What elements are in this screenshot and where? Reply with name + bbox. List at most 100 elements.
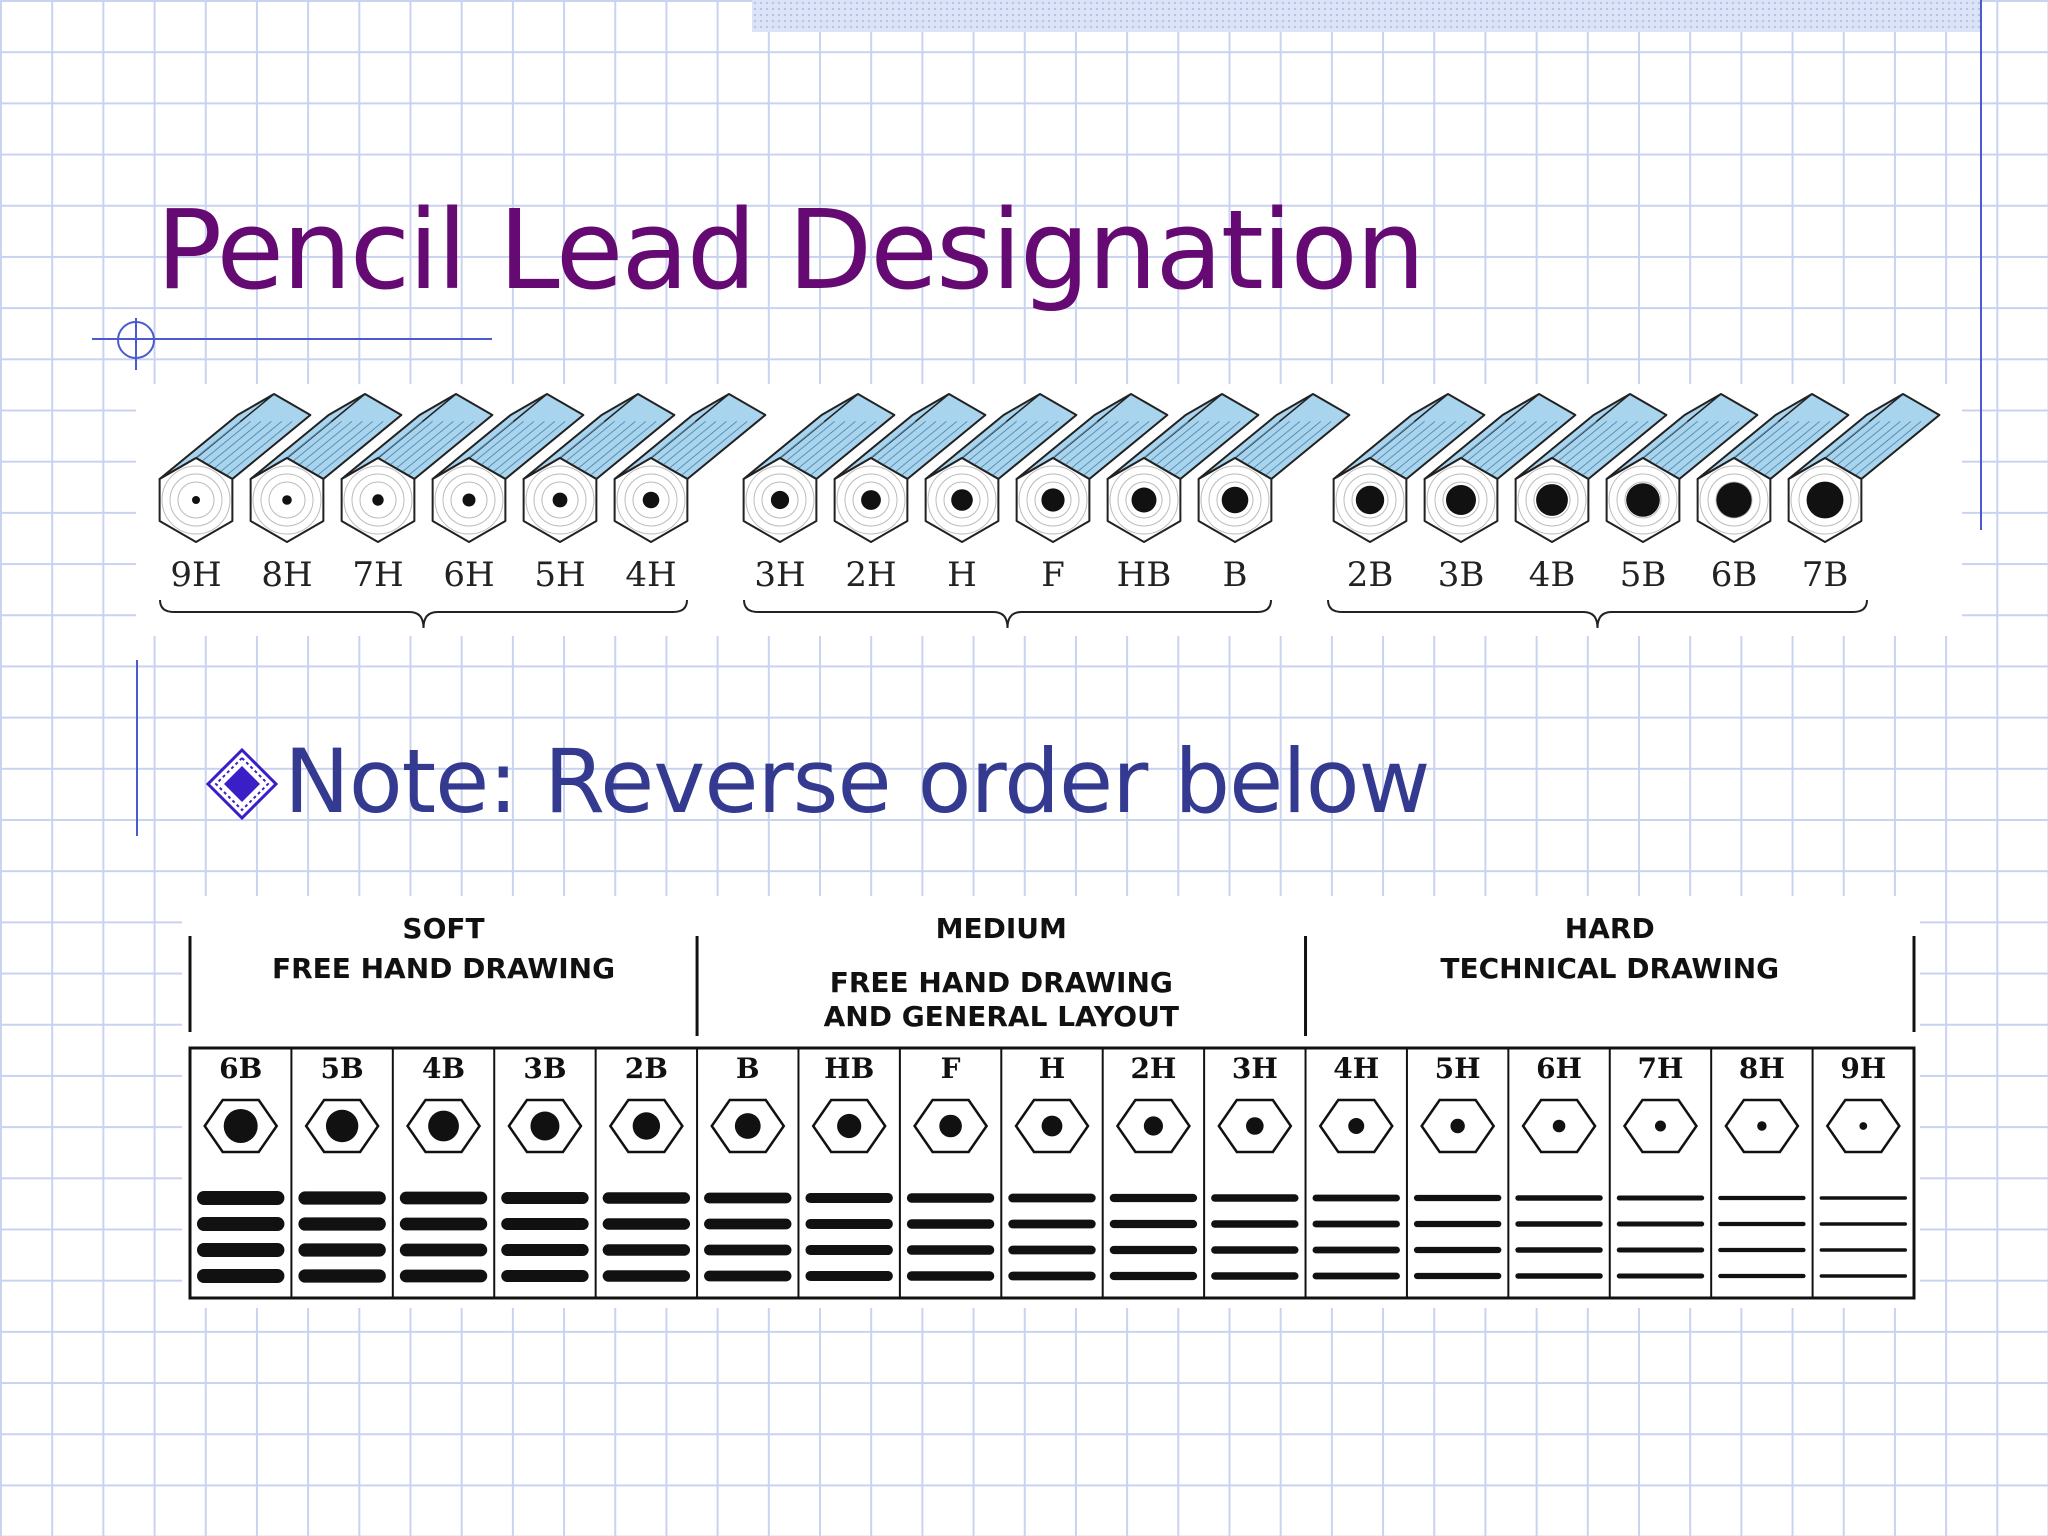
- pencil-label: 3B: [1438, 555, 1485, 595]
- crosshair-icon: [117, 318, 155, 370]
- section-use: FREE HAND DRAWING: [830, 966, 1173, 999]
- grade-cells: 6B 5B 4B 3B 2B B HB F H 2H 3H 4H 5H 6H 7H 8H 9H: [188, 1046, 1916, 1300]
- grade-cell-6h: 6H: [1515, 1052, 1603, 1279]
- pencil-label: 8H: [261, 555, 312, 595]
- section-use: TECHNICAL DRAWING: [1440, 952, 1779, 985]
- pencil-label: 5H: [534, 555, 585, 595]
- pencil-h: H: [924, 393, 1078, 595]
- grade-label: 9H: [1840, 1052, 1886, 1085]
- section-name: SOFT: [402, 912, 484, 945]
- group-brace: [743, 599, 1272, 629]
- section-soft: SOFT FREE HAND DRAWING: [272, 912, 615, 985]
- grade-table-panel: SOFT FREE HAND DRAWING MEDIUM FREE HAND DRA…: [182, 896, 1920, 1308]
- pencil-label: HB: [1117, 555, 1172, 595]
- group-brace: [1327, 599, 1868, 629]
- pencil-9h: 9H: [158, 393, 312, 595]
- grade-label: 4H: [1333, 1052, 1379, 1085]
- grade-cell-8h: 8H: [1718, 1052, 1806, 1279]
- pencil-label: B: [1223, 555, 1248, 595]
- section-name: MEDIUM: [936, 912, 1067, 945]
- pencil-group-1: 9H 8H 7H 6H 5H 4H: [158, 393, 767, 629]
- pencil-label: 3H: [754, 555, 805, 595]
- grade-cell-h: H: [1008, 1052, 1096, 1281]
- decorative-vertical-line-right: [1980, 0, 1982, 530]
- grade-label: 3H: [1232, 1052, 1278, 1085]
- grade-label: 7H: [1638, 1052, 1684, 1085]
- pencil-b: B: [1197, 393, 1351, 595]
- pencil-3b: 3B: [1423, 393, 1577, 595]
- pencil-4b: 4B: [1514, 393, 1668, 595]
- grade-cell-f: F: [906, 1052, 995, 1281]
- section-name: HARD: [1565, 912, 1655, 945]
- grade-label: 5B: [321, 1052, 364, 1085]
- pencil-label: 4H: [625, 555, 676, 595]
- grade-cell-4b: 4B: [399, 1052, 488, 1283]
- pencil-label: 6H: [443, 555, 494, 595]
- grade-label: 6H: [1536, 1052, 1582, 1085]
- top-pattern-band: [752, 0, 1982, 32]
- grade-label: B: [736, 1052, 760, 1085]
- grade-cell-4h: 4H: [1312, 1052, 1400, 1280]
- grade-label: 4B: [422, 1052, 465, 1085]
- pencil-3h: 3H: [742, 393, 896, 595]
- pencil-group-2: 3H 2H H F HB B: [742, 393, 1351, 629]
- note-text: Note: Reverse order below: [284, 730, 1431, 833]
- pencil-6b: 6B: [1696, 393, 1850, 595]
- grade-cell-5h: 5H: [1413, 1052, 1502, 1280]
- grade-label: HB: [824, 1052, 874, 1085]
- pencil-f: F: [1015, 393, 1169, 595]
- pencil-label: 2H: [845, 555, 896, 595]
- grade-cell-2h: 2H: [1109, 1052, 1198, 1281]
- grade-cell-7h: 7H: [1616, 1052, 1705, 1279]
- grade-label: H: [1039, 1052, 1065, 1085]
- pencil-group-3: 2B 3B 4B 5B 6B 7B: [1327, 393, 1941, 629]
- grade-table: SOFT FREE HAND DRAWING MEDIUM FREE HAND DRA…: [188, 912, 1916, 1300]
- pencil-7h: 7H: [340, 393, 494, 595]
- pencil-label: F: [1041, 555, 1065, 595]
- grade-cell-2b: 2B: [602, 1052, 691, 1282]
- pencil-figure: 9H 8H 7H 6H 5H 4H 3H 2H H F HB B 2B 3B 4B 5B 6B 7B: [158, 393, 1941, 629]
- pencil-8h: 8H: [249, 393, 403, 595]
- grade-cell-6b: 6B: [197, 1052, 285, 1283]
- grade-cell-b: B: [704, 1052, 792, 1282]
- pencil-6h: 6H: [431, 393, 585, 595]
- pencil-label: 7B: [1802, 555, 1849, 595]
- pencil-7b: 7B: [1787, 393, 1941, 595]
- grade-cell-3h: 3H: [1211, 1052, 1299, 1280]
- grade-label: 6B: [219, 1052, 262, 1085]
- grade-label: 5H: [1435, 1052, 1481, 1085]
- slide-title: Pencil Lead Designation: [156, 186, 1426, 314]
- grade-cell-hb: HB: [805, 1052, 893, 1282]
- grade-cell-3b: 3B: [501, 1052, 589, 1283]
- grade-label: 2B: [625, 1052, 668, 1085]
- pencil-figure-panel: 9H 8H 7H 6H 5H 4H 3H 2H H F HB B 2B 3B 4B 5B 6B 7B: [136, 384, 1962, 636]
- grade-table-header: SOFT FREE HAND DRAWING MEDIUM FREE HAND DRA…: [188, 912, 1916, 1036]
- pencil-label: 4B: [1529, 555, 1576, 595]
- grade-cell-5b: 5B: [298, 1052, 386, 1283]
- decorative-vertical-line-left: [136, 660, 138, 836]
- section-use: AND GENERAL LAYOUT: [824, 1000, 1179, 1033]
- section-hard: HARD TECHNICAL DRAWING: [1440, 912, 1779, 985]
- title-underline: [92, 338, 492, 340]
- pencil-label: 2B: [1347, 555, 1394, 595]
- section-use: FREE HAND DRAWING: [272, 952, 615, 985]
- grade-label: F: [941, 1052, 961, 1085]
- pencil-label: 5B: [1620, 555, 1667, 595]
- diamond-bullet-icon: [206, 748, 278, 820]
- pencil-label: 7H: [352, 555, 403, 595]
- grade-label: 2H: [1130, 1052, 1176, 1085]
- group-brace: [159, 599, 688, 629]
- grade-label: 3B: [523, 1052, 566, 1085]
- grade-label: 8H: [1739, 1052, 1785, 1085]
- pencil-hb: HB: [1106, 393, 1260, 595]
- pencil-label: H: [947, 555, 977, 595]
- pencil-2b: 2B: [1332, 393, 1486, 595]
- grade-cell-9h: 9H: [1819, 1052, 1907, 1278]
- pencil-5b: 5B: [1605, 393, 1759, 595]
- pencil-2h: 2H: [833, 393, 987, 595]
- pencil-5h: 5H: [522, 393, 676, 595]
- pencil-4h: 4H: [613, 393, 767, 595]
- pencil-label: 9H: [170, 555, 221, 595]
- pencil-label: 6B: [1711, 555, 1758, 595]
